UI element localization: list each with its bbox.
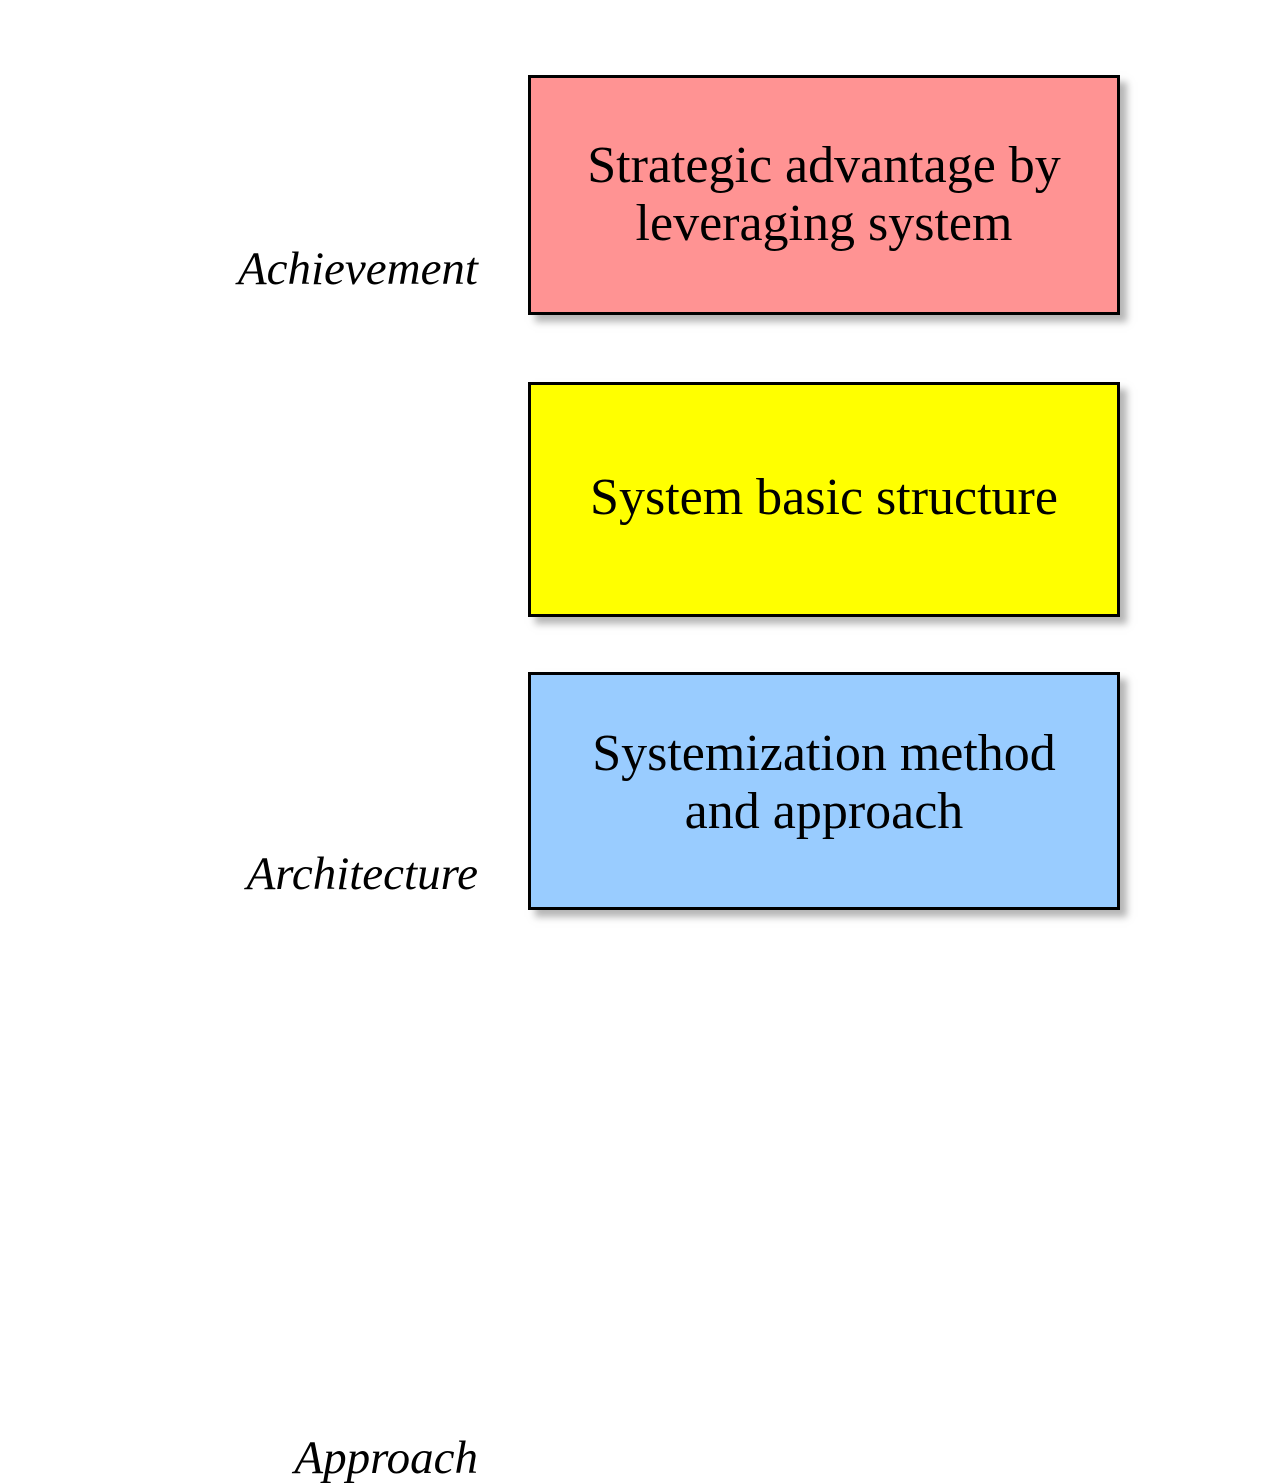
concept-box-achievement-line-2: leveraging system <box>635 195 1013 252</box>
concept-box-achievement-line-1: Strategic advantage by <box>587 136 1061 194</box>
concept-box-architecture-text: System basic structure <box>576 385 1072 527</box>
concept-box-architecture[interactable]: System basic structure <box>528 382 1120 617</box>
row-label-achievement: Achievement <box>237 243 478 295</box>
concept-box-approach-line-2: and approach <box>684 783 964 841</box>
row-label-architecture: Architecture <box>246 848 478 900</box>
diagram-row-architecture: Architecture System basic structure <box>0 382 1272 899</box>
concept-box-architecture-line-1: System basic structure <box>590 469 1058 526</box>
row-label-approach: Approach <box>294 1432 478 1484</box>
concept-box-approach-line-1: Systemization method <box>592 725 1056 782</box>
